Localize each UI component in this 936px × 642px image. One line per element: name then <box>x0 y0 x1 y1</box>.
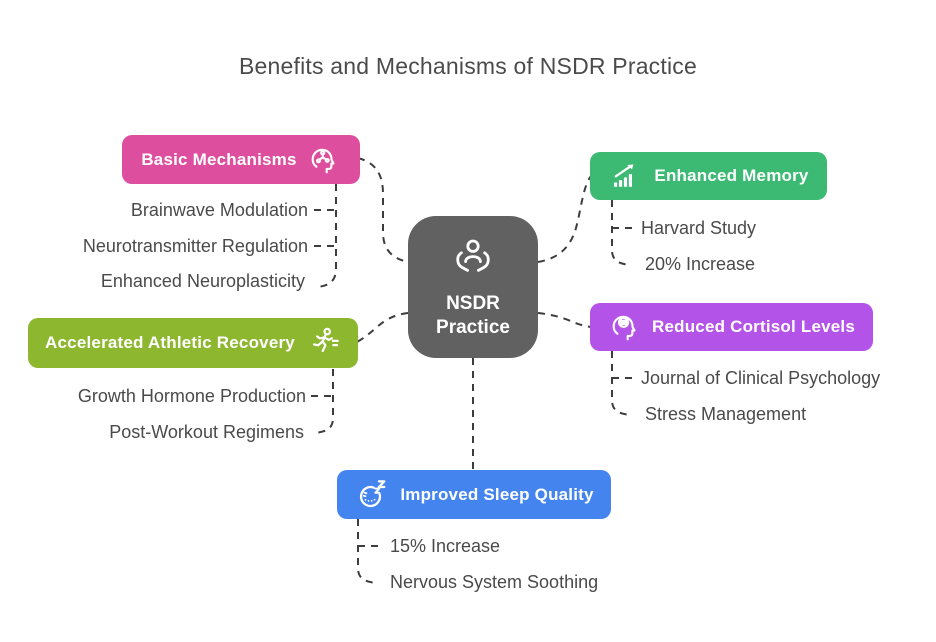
center-node-label-line2: Practice <box>436 316 510 338</box>
branch-node-improved-sleep: Improved Sleep Quality <box>337 470 611 519</box>
head-slash-icon <box>608 310 642 344</box>
child-label-growth-hormone-production: Growth Hormone Production <box>77 386 306 406</box>
child-label-enhanced-neuroplasticity: Enhanced Neuroplasticity <box>100 271 305 291</box>
branch-node-enhanced-memory: Enhanced Memory <box>590 152 827 200</box>
child-label-brainwave-modulation: Brainwave Modulation <box>130 200 308 220</box>
child-label-nervous-system-soothing: Nervous System Soothing <box>390 572 599 592</box>
subline-athletic-recovery <box>313 369 334 434</box>
subline-enhanced-memory <box>611 200 632 266</box>
branch-label: Enhanced Memory <box>654 166 809 185</box>
page-title: Benefits and Mechanisms of NSDR Practice <box>239 53 697 79</box>
branch-label: Improved Sleep Quality <box>400 484 594 504</box>
branch-label: Basic Mechanisms <box>141 149 297 169</box>
connector-center-reduced-cortisol <box>537 312 592 328</box>
subline-improved-sleep <box>357 519 378 584</box>
connector-center-enhanced-memory <box>537 175 592 263</box>
center-node-nsdr-practice: NSDR Practice <box>408 216 538 358</box>
subline-basic-mechanisms <box>316 184 337 288</box>
runner-icon <box>305 325 341 361</box>
child-label-15-increase: 15% Increase <box>390 536 501 556</box>
branch-node-basic-mechanisms: Basic Mechanisms <box>122 135 360 184</box>
branch-node-athletic-recovery: Accelerated Athletic Recovery <box>28 318 358 368</box>
snooze-icon <box>354 477 390 513</box>
center-node-label-line1: NSDR <box>446 292 500 314</box>
branch-node-reduced-cortisol: Reduced Cortisol Levels <box>590 303 873 351</box>
connector-center-athletic-recovery <box>356 312 409 343</box>
child-label-post-workout-regimens: Post-Workout Regimens <box>109 422 304 442</box>
head-mechanism-icon <box>307 143 341 177</box>
child-label-neurotransmitter-regulation: Neurotransmitter Regulation <box>82 236 308 256</box>
connector-center-basic-mechanisms <box>357 157 409 263</box>
child-label-20-increase: 20% Increase <box>645 254 756 274</box>
subline-reduced-cortisol <box>611 351 632 416</box>
child-label-stress-management: Stress Management <box>645 404 807 424</box>
child-label-journal-clinical-psychology: Journal of Clinical Psychology <box>641 368 881 388</box>
chart-growth-icon <box>608 158 644 194</box>
child-label-harvard-study: Harvard Study <box>641 218 757 238</box>
branch-label: Accelerated Athletic Recovery <box>45 333 295 352</box>
person-care-icon <box>449 235 497 288</box>
branch-label: Reduced Cortisol Levels <box>652 317 855 336</box>
